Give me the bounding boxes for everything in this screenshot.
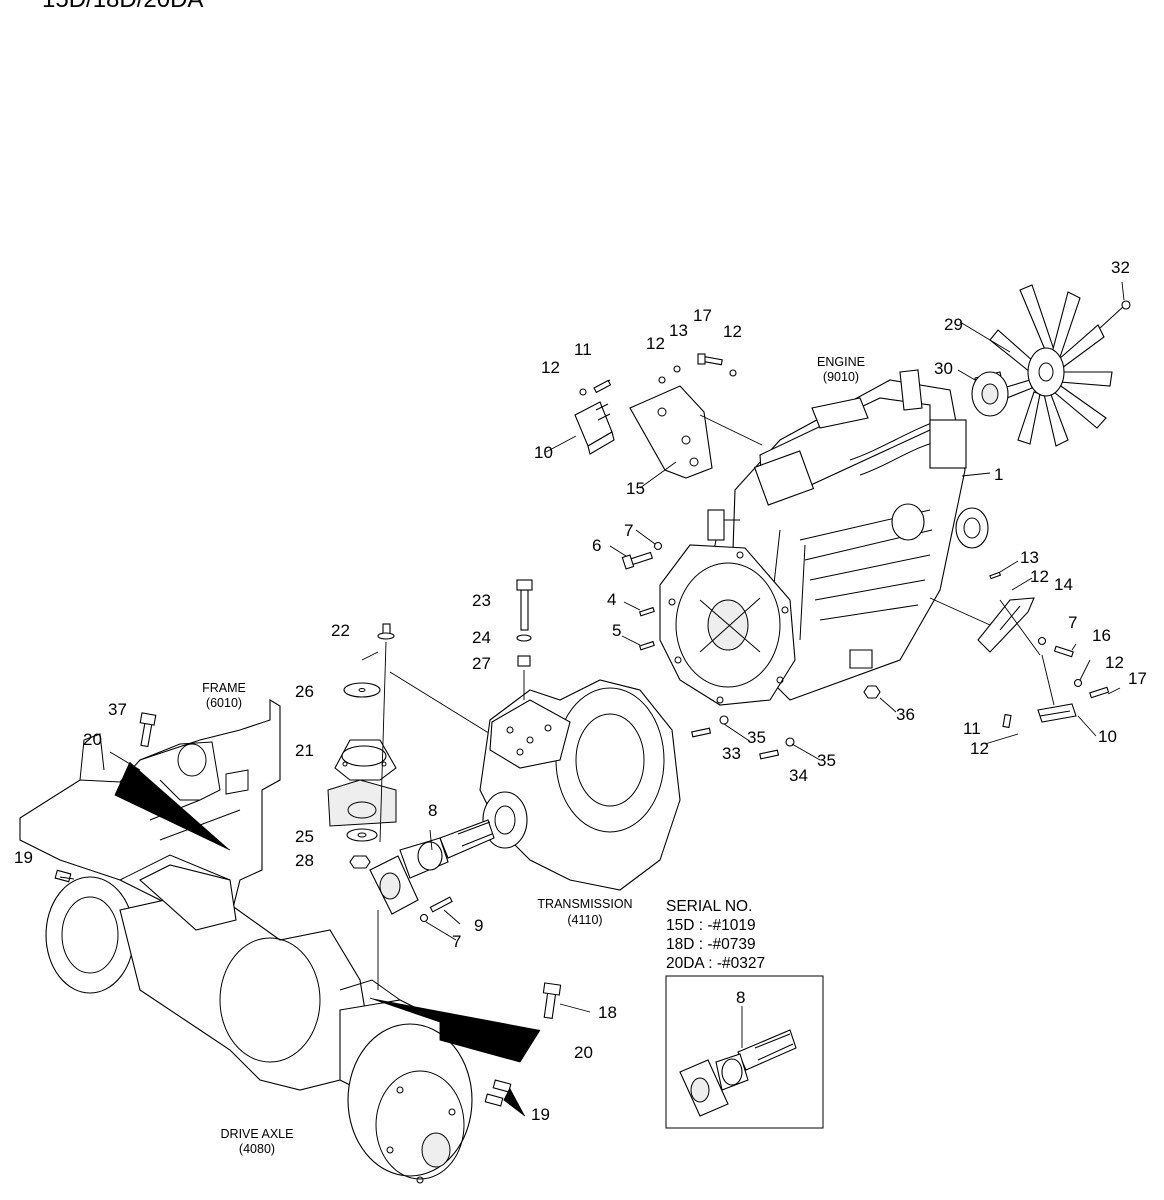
callout: 8: [428, 801, 437, 820]
callout: 35: [747, 728, 766, 747]
callout: 7: [1068, 613, 1077, 632]
engine-block: [659, 369, 989, 706]
callout: 24: [472, 628, 491, 647]
callout: 33: [722, 744, 741, 763]
callout: 32: [1111, 258, 1130, 277]
callout: 12: [1105, 653, 1124, 672]
serial-inset-box: [665, 975, 824, 1129]
engine-mount-right: [929, 597, 1077, 723]
callout: 23: [472, 591, 491, 610]
callout: 7: [624, 521, 633, 540]
hardware-bolts: [54, 353, 1110, 1107]
callout: 7: [452, 932, 461, 951]
callout: 9: [474, 916, 483, 935]
callout: 13: [1020, 548, 1039, 567]
serial-heading: SERIAL NO.: [666, 898, 752, 915]
callout: 6: [592, 536, 601, 555]
transmission-label: TRANSMISSION: [537, 897, 632, 911]
drive-axle: [45, 864, 541, 1184]
callout: 19: [531, 1105, 550, 1124]
callout: 29: [944, 315, 963, 334]
fan-assembly: [971, 284, 1131, 447]
callout: 19: [14, 848, 33, 867]
callout: 14: [1054, 575, 1073, 594]
callout: 10: [1098, 727, 1117, 746]
drive-axle-label: DRIVE AXLE: [221, 1127, 294, 1141]
callout: 12: [723, 322, 742, 341]
callout: 20: [83, 730, 102, 749]
frame-code: (6010): [206, 696, 242, 710]
callout-numbers: 32 29 30 1 17 12 13 12 11 12 10 15 6 7 4…: [14, 258, 1147, 1124]
callout: 4: [607, 590, 616, 609]
leader-lines: [59, 281, 1125, 1117]
callout: 12: [646, 334, 665, 353]
callout: 1: [994, 465, 1003, 484]
callout: 5: [612, 621, 621, 640]
callout: 12: [1030, 567, 1049, 586]
callout: 13: [669, 321, 688, 340]
callout: 37: [108, 700, 127, 719]
callout: 28: [295, 851, 314, 870]
callout: 22: [331, 621, 350, 640]
engine-label: ENGINE: [817, 355, 865, 369]
callout: 21: [295, 741, 314, 760]
callout: 36: [896, 705, 915, 724]
callout: 18: [598, 1003, 617, 1022]
callout: 25: [295, 827, 314, 846]
callout: 17: [1128, 669, 1147, 688]
inset-callout: 8: [736, 988, 745, 1007]
assembly-labels: ENGINE (9010) FRAME (6010) TRANSMISSION …: [202, 355, 865, 1156]
page-title: 15D/18D/20DA: [42, 0, 203, 14]
front-mount: [327, 641, 501, 869]
callout: 17: [693, 306, 712, 325]
callout: 12: [970, 739, 989, 758]
callout: 12: [541, 358, 560, 377]
serial-line: 18D : -#0739: [666, 936, 756, 953]
callout: 10: [534, 443, 553, 462]
callout: 11: [574, 340, 592, 359]
callout: 34: [789, 766, 808, 785]
transmission: [479, 670, 681, 891]
drive-axle-code: (4080): [239, 1142, 275, 1156]
callout: 30: [934, 359, 953, 378]
callout: 16: [1092, 626, 1111, 645]
engine-mount-left: [574, 385, 763, 479]
frame: [19, 699, 281, 931]
driveshaft: [369, 819, 495, 990]
callout: 27: [472, 654, 491, 673]
callout: 11: [963, 719, 981, 738]
callout: 20: [574, 1043, 593, 1062]
transmission-code: (4110): [567, 913, 602, 927]
serial-line: 15D : -#1019: [666, 917, 756, 934]
callout: 15: [626, 479, 645, 498]
serial-note: SERIAL NO. 15D : -#1019 18D : -#0739 20D…: [666, 898, 765, 1007]
frame-label: FRAME: [202, 681, 246, 695]
engine-code: (9010): [823, 370, 859, 384]
callout: 35: [817, 751, 836, 770]
serial-line: 20DA : -#0327: [666, 955, 765, 972]
callout: 26: [295, 682, 314, 701]
